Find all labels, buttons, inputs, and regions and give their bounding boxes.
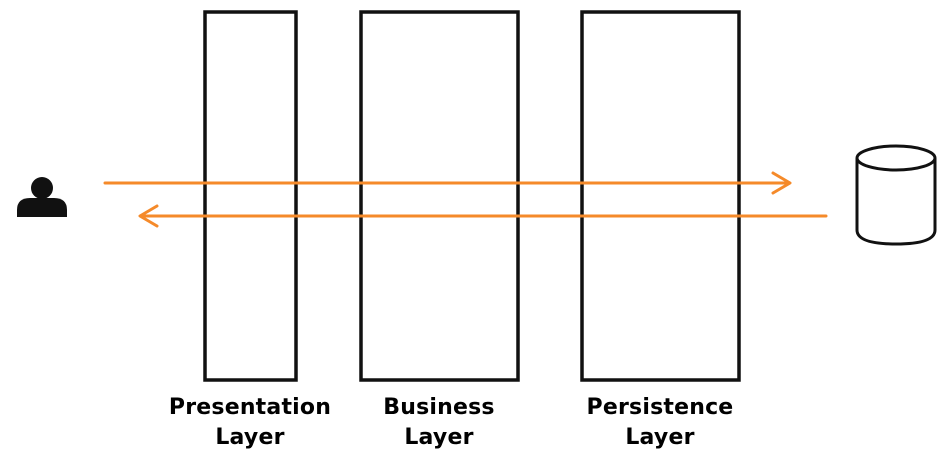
presentation-layer-box	[203, 10, 298, 382]
database-icon	[855, 144, 937, 246]
persistence-layer-box	[580, 10, 741, 382]
presentation-layer-label-line1: Presentation	[168, 395, 332, 420]
business-layer-label-line1: Business	[383, 395, 495, 420]
presentation-layer-label-line2: Layer	[215, 425, 285, 450]
business-layer-label-line2: Layer	[404, 425, 474, 450]
persistence-layer-label-line2: Layer	[625, 425, 695, 450]
persistence-layer-label: Persistence Layer	[570, 393, 750, 453]
response-arrow	[138, 204, 828, 228]
business-layer-box	[359, 10, 520, 382]
person-icon	[17, 177, 67, 217]
presentation-layer-label: Presentation Layer	[160, 393, 340, 453]
business-layer-label: Business Layer	[349, 393, 529, 453]
request-arrow	[103, 171, 792, 195]
persistence-layer-label-line1: Persistence	[586, 395, 734, 420]
